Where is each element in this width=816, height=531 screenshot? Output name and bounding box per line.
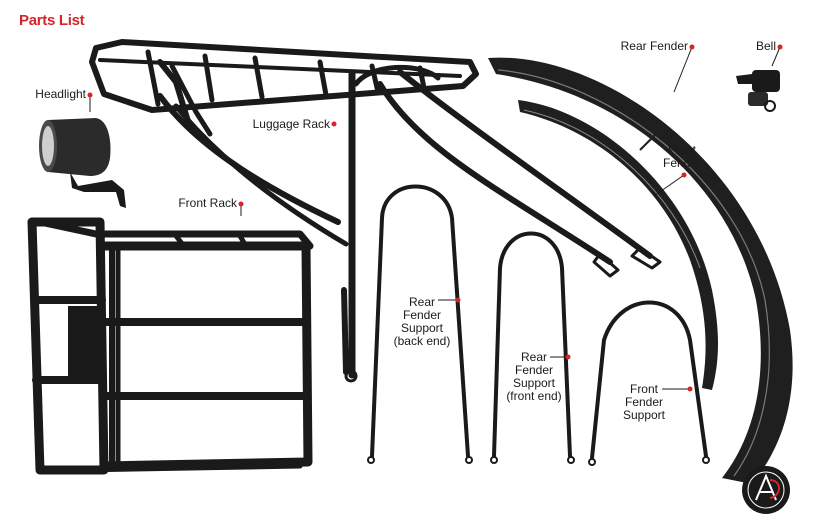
callout-dots [87, 44, 783, 392]
label-line: Fender [402, 308, 442, 322]
label-front-fender-support: Front Fender Support [616, 383, 672, 422]
label-luggage-rack: Luggage Rack [252, 117, 330, 131]
label-line: Front [629, 382, 658, 396]
label-line: Fender [662, 156, 702, 170]
label-front-fender: Front Fender [658, 144, 706, 170]
parts-list-title: Parts List [19, 12, 85, 29]
headlight-drawing [39, 118, 126, 208]
label-front-rack: Front Rack [178, 196, 237, 210]
label-line: Fender [624, 395, 664, 409]
label-line: Front [667, 143, 696, 157]
label-rear-fender-support-front: Rear Fender Support (front end) [500, 351, 568, 403]
bell-drawing [736, 70, 780, 112]
leader-rear-fender [673, 46, 693, 93]
front-fender-drawing [518, 100, 718, 390]
callout-leaders [89, 46, 781, 390]
label-headlight: Headlight [35, 87, 86, 101]
label-rear-fender: Rear Fender [620, 39, 688, 53]
leader-front-fender [653, 174, 685, 197]
rear-fender-support-back-drawing [367, 184, 473, 464]
label-line: Rear [520, 350, 547, 364]
label-line: Support [512, 376, 556, 390]
label-line: Fender [514, 363, 554, 377]
label-line: Rear [408, 295, 435, 309]
leader-bell [771, 46, 781, 67]
front-rack-drawing [27, 217, 314, 475]
luggage-rack-drawing [89, 39, 662, 383]
label-bell: Bell [755, 39, 776, 53]
alter-bikes-logo [742, 466, 790, 514]
label-line: Support [622, 408, 666, 422]
label-rear-fender-support-back: Rear Fender Support (back end) [388, 296, 456, 348]
front-fender-support-drawing [588, 300, 710, 466]
label-line: (back end) [393, 334, 451, 348]
label-line: Support [400, 321, 444, 335]
rear-fender-drawing [488, 57, 793, 484]
label-line: (front end) [506, 389, 562, 403]
rear-fender-support-front-drawing [490, 231, 575, 464]
